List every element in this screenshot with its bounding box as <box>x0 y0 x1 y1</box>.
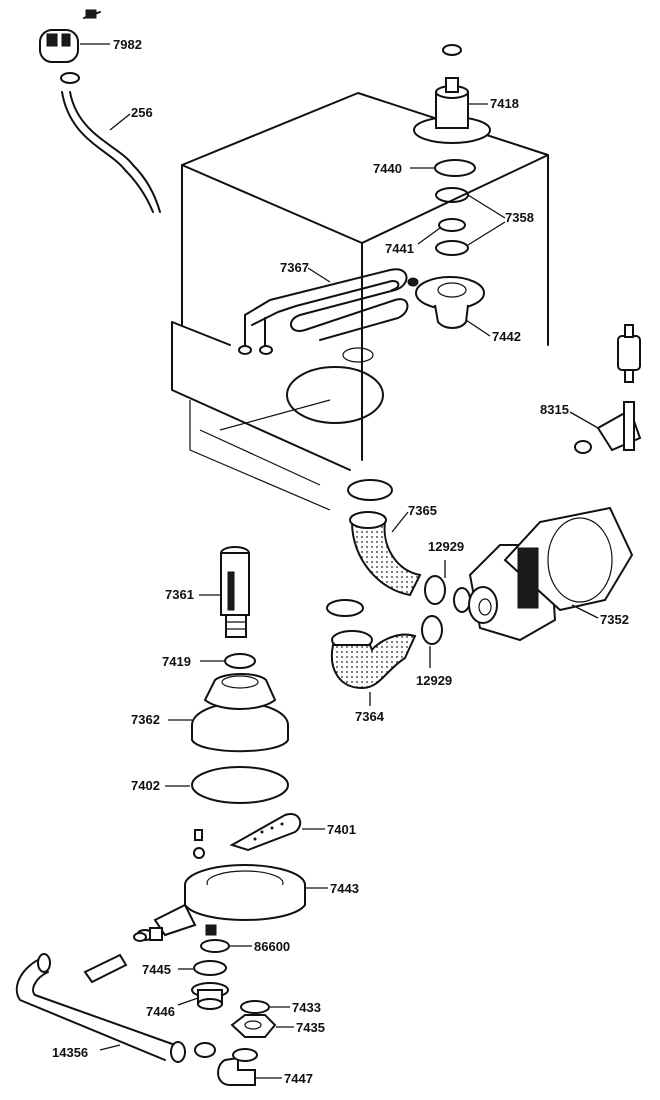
label-7441: 7441 <box>385 241 414 256</box>
label-12929-upper: 12929 <box>428 539 464 554</box>
hose-7364 <box>330 630 417 690</box>
label-7362: 7362 <box>131 712 160 727</box>
gasket-7402 <box>191 766 289 804</box>
thermostat-7442 <box>407 276 485 329</box>
fitting-8315 <box>574 324 642 454</box>
hose-7365 <box>347 479 422 597</box>
label-7361: 7361 <box>165 587 194 602</box>
label-7402: 7402 <box>131 778 160 793</box>
label-14356: 14356 <box>52 1045 88 1060</box>
hose-256 <box>61 91 161 213</box>
label-7435: 7435 <box>296 1020 325 1035</box>
label-7367: 7367 <box>280 260 309 275</box>
label-7364: 7364 <box>355 709 385 724</box>
washer-7419 <box>224 653 256 669</box>
cover-7401 <box>193 813 302 859</box>
label-7352: 7352 <box>600 612 629 627</box>
label-7358: 7358 <box>505 210 534 225</box>
clamp-12929-lower <box>326 599 443 645</box>
label-7419: 7419 <box>162 654 191 669</box>
seals-7440-7441 <box>434 159 476 256</box>
label-7443: 7443 <box>330 881 359 896</box>
label-7418: 7418 <box>490 96 519 111</box>
heating-element-7367 <box>238 268 409 355</box>
label-7365: 7365 <box>408 503 437 518</box>
label-7446: 7446 <box>146 1004 175 1019</box>
label-7433: 7433 <box>292 1000 321 1015</box>
rings-86600-7445 <box>193 939 230 976</box>
clamp-12929-upper <box>424 575 471 613</box>
label-7447: 7447 <box>284 1071 313 1086</box>
label-8315: 8315 <box>540 402 569 417</box>
label-12929-lower: 12929 <box>416 673 452 688</box>
label-7982: 7982 <box>113 37 142 52</box>
label-7445: 7445 <box>142 962 171 977</box>
sump-7362 <box>191 673 289 753</box>
label-256: 256 <box>131 105 153 120</box>
pressure-switch-7982 <box>39 9 101 84</box>
label-7401: 7401 <box>327 822 356 837</box>
nut-7433-7435 <box>230 1000 277 1038</box>
label-86600: 86600 <box>254 939 290 954</box>
tub-body <box>171 92 549 511</box>
housing-7443 <box>136 864 306 941</box>
pump-7352 <box>468 506 634 642</box>
label-7440: 7440 <box>373 161 402 176</box>
drain-hose-14356 <box>15 927 186 1063</box>
label-7442: 7442 <box>492 329 521 344</box>
filter-tube-7361 <box>220 546 250 638</box>
elbow-7447 <box>194 1042 258 1086</box>
fitting-7418 <box>413 44 491 144</box>
valve-7446 <box>191 982 229 1010</box>
